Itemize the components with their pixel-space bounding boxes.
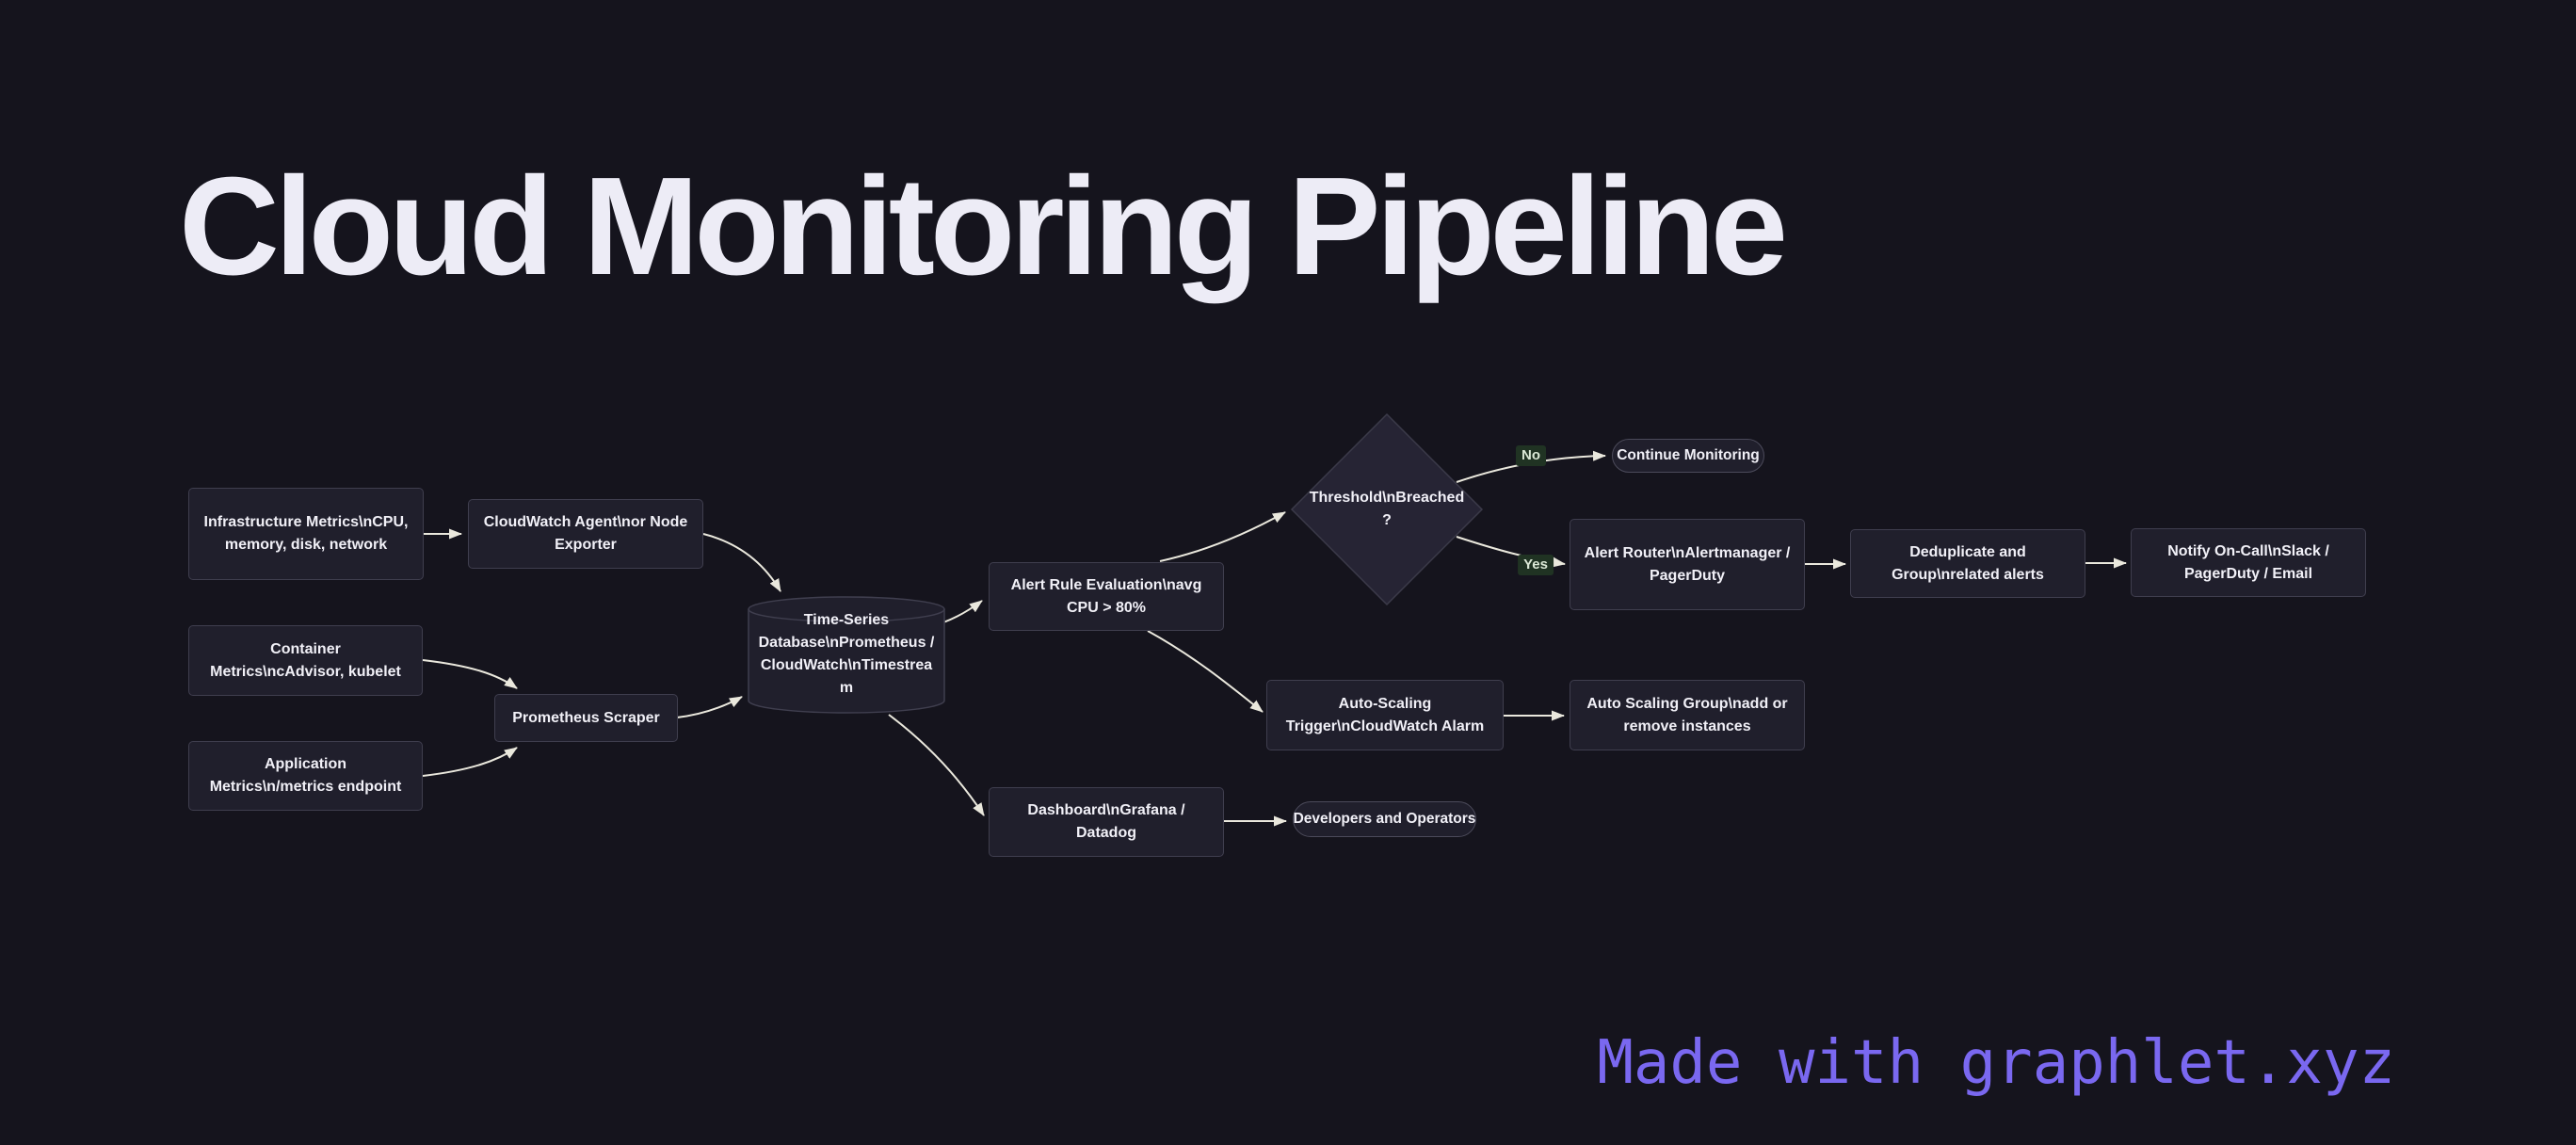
edge-application-prometheus [422, 747, 518, 777]
watermark-link[interactable]: Made with graphlet.xyz [1597, 1028, 2395, 1098]
node-alert-router: Alert Router\nAlertmanager / PagerDuty [1570, 519, 1805, 610]
edge-prometheus-tsdb [676, 696, 743, 718]
threshold-diamond-shape [1290, 412, 1484, 606]
edge-alertrule-autoscaling [1147, 630, 1264, 713]
node-application-metrics: Application Metrics\n/metrics endpoint [188, 741, 423, 811]
tsdb-cylinder-shape [748, 596, 945, 714]
node-notify-on-call: Notify On-Call\nSlack / PagerDuty / Emai… [2131, 528, 2366, 597]
node-developers-operators: Developers and Operators [1293, 801, 1476, 837]
node-alert-rule-evaluation: Alert Rule Evaluation\navg CPU > 80% [989, 562, 1224, 631]
edge-label-no: No [1516, 445, 1546, 466]
page-title: Cloud Monitoring Pipeline [179, 149, 1788, 304]
node-prometheus-scraper: Prometheus Scraper [494, 694, 678, 742]
node-container-metrics: Container Metrics\ncAdvisor, kubelet [188, 625, 423, 696]
node-cloudwatch-agent: CloudWatch Agent\nor Node Exporter [468, 499, 703, 569]
node-deduplicate-group: Deduplicate and Group\nrelated alerts [1850, 529, 2085, 598]
edge-cloudwatch-tsdb [702, 533, 781, 592]
node-autoscaling-trigger: Auto-Scaling Trigger\nCloudWatch Alarm [1266, 680, 1504, 750]
edge-tsdb-alertrule [942, 600, 983, 623]
edge-label-yes: Yes [1518, 555, 1554, 575]
node-time-series-database: Time-Series Database\nPrometheus / Cloud… [758, 612, 935, 696]
node-threshold-breached: Threshold\nBreached? [1309, 490, 1465, 528]
node-autoscaling-group: Auto Scaling Group\nadd or remove instan… [1570, 680, 1805, 750]
node-infrastructure-metrics: Infrastructure Metrics\nCPU, memory, dis… [188, 488, 424, 580]
node-continue-monitoring: Continue Monitoring [1612, 439, 1764, 473]
edge-tsdb-dashboard [888, 714, 985, 816]
node-dashboard: Dashboard\nGrafana / Datadog [989, 787, 1224, 857]
edge-container-prometheus [422, 659, 518, 689]
edge-alertrule-threshold [1159, 511, 1286, 562]
